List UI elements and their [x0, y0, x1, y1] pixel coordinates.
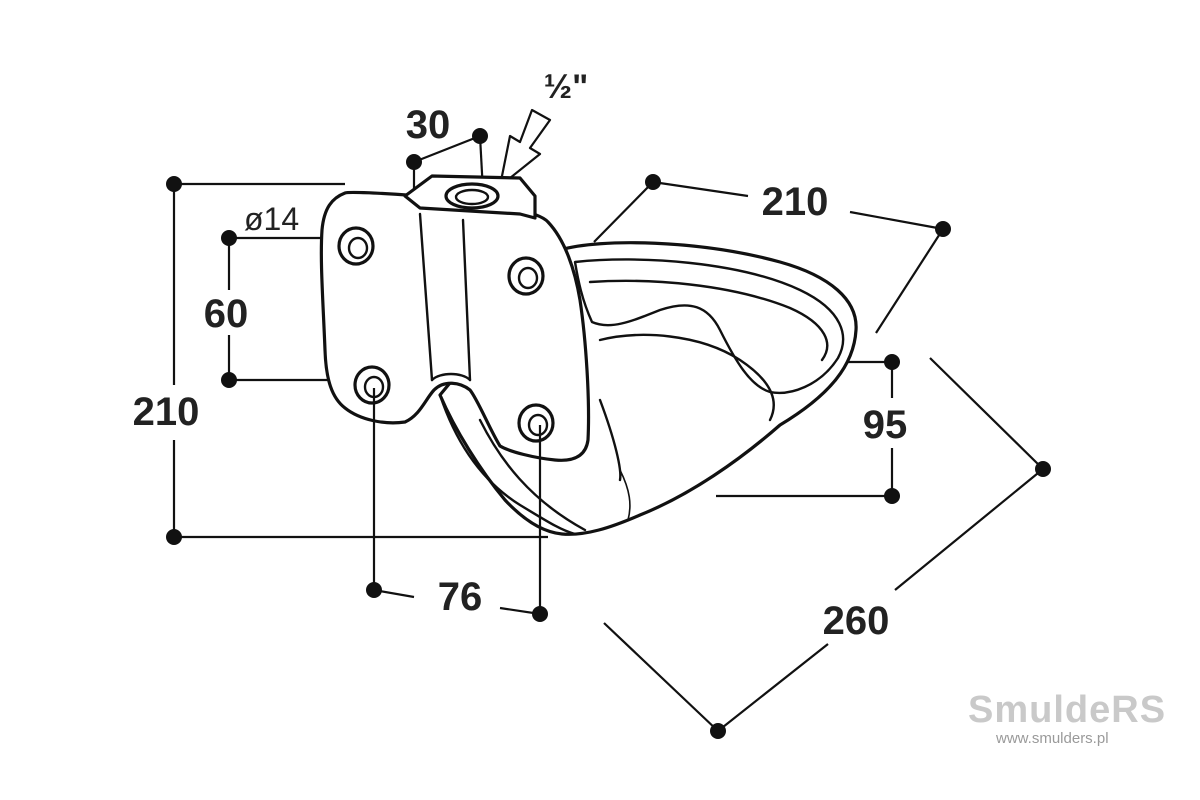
brand-url: www.smulders.pl — [996, 730, 1109, 747]
dimension-hole-spacing-horizontal: 76 — [366, 388, 548, 622]
brand-watermark: SmuldeRS www.smulders.pl — [968, 690, 1168, 748]
drinking-bowl — [319, 174, 858, 536]
label-inlet-width: 30 — [406, 103, 451, 147]
label-hole-spacing-vertical: 60 — [204, 292, 249, 336]
dimension-diagonal: 260 — [603, 357, 1051, 739]
dimension-height-total: 210 — [133, 176, 548, 545]
label-thread: ½" — [544, 68, 588, 106]
label-length-top: 210 — [762, 180, 829, 224]
arrow-icon — [498, 108, 552, 188]
label-height-total: 210 — [133, 390, 200, 434]
dimension-bowl-height: 95 — [716, 354, 907, 504]
label-hole-diameter: ø14 — [244, 201, 299, 237]
thread-callout: ½" — [498, 68, 588, 188]
dimension-inlet-width: 30 — [406, 103, 488, 240]
label-diagonal: 260 — [823, 599, 890, 643]
dimension-length-top: 210 — [593, 174, 951, 334]
label-hole-spacing-horizontal: 76 — [438, 575, 483, 619]
label-bowl-height: 95 — [863, 403, 908, 447]
brand-logo-text: SmuldeRS — [968, 689, 1167, 731]
